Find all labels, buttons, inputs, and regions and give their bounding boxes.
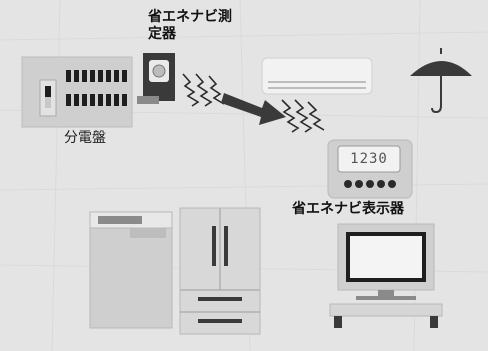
measuring-device-icon bbox=[137, 53, 175, 104]
washing-machine-icon bbox=[89, 211, 173, 329]
refrigerator-icon bbox=[179, 207, 261, 335]
television-icon bbox=[329, 223, 443, 328]
air-conditioner-icon bbox=[261, 57, 373, 95]
umbrella-icon bbox=[410, 48, 472, 114]
meter-label: 省エネナビ測定器 bbox=[148, 9, 232, 42]
display-label: 省エネナビ表示器 bbox=[292, 201, 404, 217]
panel-label: 分電盤 bbox=[64, 130, 106, 146]
display-readout: 1230 bbox=[350, 151, 388, 167]
distribution-panel-icon bbox=[21, 56, 133, 128]
signal-arrow-icon bbox=[221, 93, 286, 125]
display-unit-icon bbox=[327, 139, 413, 199]
wireless-signal-icon bbox=[182, 73, 325, 133]
